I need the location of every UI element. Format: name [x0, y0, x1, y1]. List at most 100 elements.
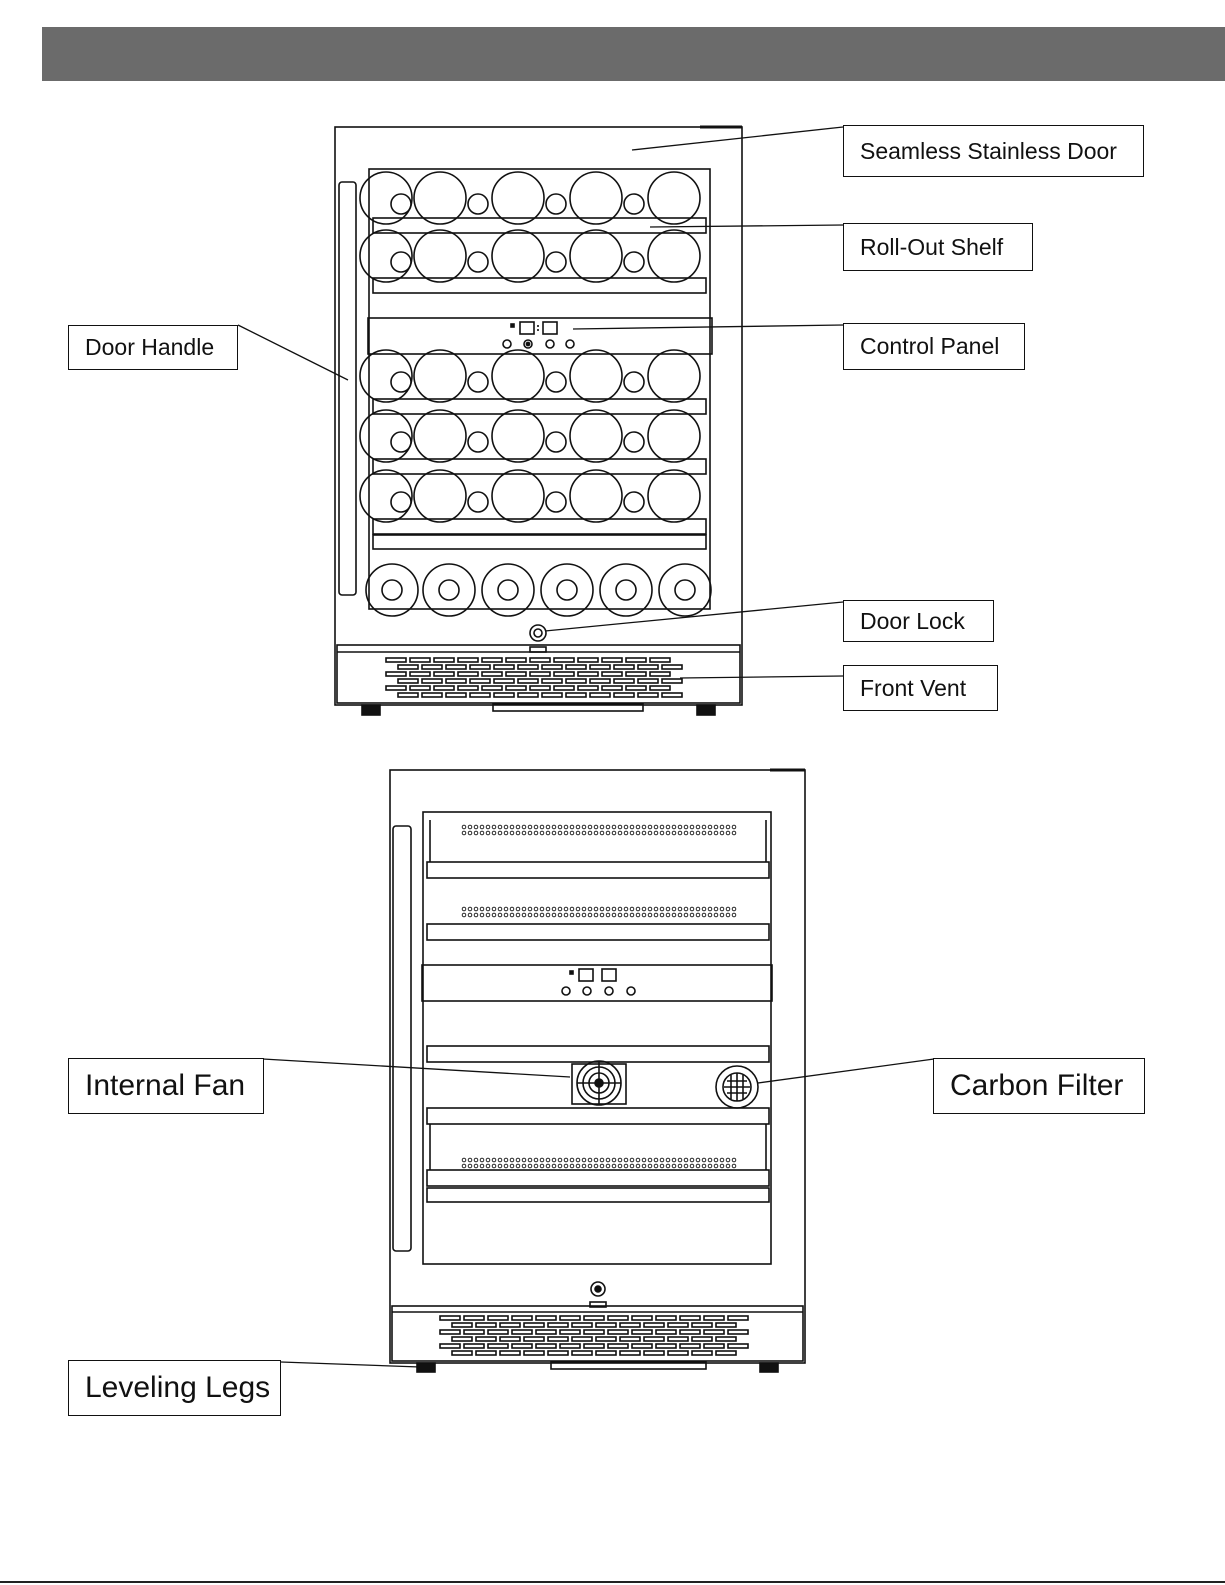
perforation	[510, 913, 514, 917]
vent-slot	[458, 686, 478, 690]
perforation	[642, 1164, 646, 1168]
perforation	[516, 831, 520, 835]
vent-slot	[470, 679, 490, 683]
control-panel-2	[422, 965, 772, 1001]
vent-slot	[650, 672, 670, 676]
perforation	[486, 831, 490, 835]
perforation	[702, 913, 706, 917]
vent-slot	[590, 665, 610, 669]
perforation	[636, 825, 640, 829]
vent-slot	[446, 693, 466, 697]
perforation	[606, 907, 610, 911]
perforation	[564, 913, 568, 917]
perforation	[588, 913, 592, 917]
vent-slot	[410, 672, 430, 676]
perforation	[714, 1158, 718, 1162]
perforation	[540, 825, 544, 829]
vent-slot	[458, 672, 478, 676]
perforation	[678, 1164, 682, 1168]
perforation	[462, 907, 466, 911]
perforation	[558, 1158, 562, 1162]
vent-slot	[704, 1316, 724, 1320]
perforation	[654, 907, 658, 911]
perforation	[576, 825, 580, 829]
bottle-neck	[675, 580, 695, 600]
vent-slot	[572, 1323, 592, 1327]
bottle-neck	[624, 372, 644, 392]
perforation	[474, 1158, 478, 1162]
vent-slot	[716, 1323, 736, 1327]
perforation	[708, 913, 712, 917]
perforation	[672, 825, 676, 829]
vent-slot	[614, 679, 634, 683]
vent-slot	[590, 693, 610, 697]
vent-slot	[464, 1316, 484, 1320]
perforation	[678, 825, 682, 829]
perforation	[462, 913, 466, 917]
vent-slot	[536, 1316, 556, 1320]
perforation	[612, 907, 616, 911]
perforation	[564, 907, 568, 911]
perforation	[696, 1158, 700, 1162]
perforation	[558, 1164, 562, 1168]
perforation	[498, 825, 502, 829]
perforation	[702, 831, 706, 835]
footer-rule	[0, 1581, 1225, 1583]
vent-slot	[488, 1316, 508, 1320]
perforation	[534, 1164, 538, 1168]
perforation	[510, 1164, 514, 1168]
vent-slot	[440, 1330, 460, 1334]
perforation	[690, 1158, 694, 1162]
door-lock	[530, 625, 546, 652]
vent-slot	[602, 672, 622, 676]
perforation	[660, 1164, 664, 1168]
perforation	[576, 913, 580, 917]
perforation	[732, 1158, 736, 1162]
bottle-end	[414, 230, 466, 282]
perforation	[606, 1158, 610, 1162]
vent-slot	[680, 1330, 700, 1334]
perforation	[618, 1158, 622, 1162]
vent-slot	[464, 1344, 484, 1348]
perforation	[732, 825, 736, 829]
vent-slot	[422, 679, 442, 683]
perforation	[720, 831, 724, 835]
vent-slot	[668, 1323, 688, 1327]
perforation	[648, 913, 652, 917]
vent-slot	[608, 1330, 628, 1334]
bottle-end	[570, 172, 622, 224]
perforation	[636, 831, 640, 835]
perforation	[522, 1164, 526, 1168]
perforation	[606, 831, 610, 835]
bottle-neck	[546, 372, 566, 392]
bottle-end	[648, 350, 700, 402]
perforation	[642, 913, 646, 917]
perforation	[498, 913, 502, 917]
perforation	[702, 825, 706, 829]
vent-slot	[650, 658, 670, 662]
perforation	[654, 913, 658, 917]
perforation	[684, 907, 688, 911]
vent-slot	[596, 1323, 616, 1327]
perforation	[714, 825, 718, 829]
perforation	[726, 907, 730, 911]
vent-slot	[638, 693, 658, 697]
vent-slot	[482, 672, 502, 676]
vent-slot	[494, 679, 514, 683]
perforation	[618, 913, 622, 917]
vent-slot	[578, 686, 598, 690]
perforation	[672, 1164, 676, 1168]
perforation	[558, 907, 562, 911]
bottle-end	[414, 470, 466, 522]
vent-slot	[716, 1337, 736, 1341]
perforation	[636, 913, 640, 917]
perforation	[696, 831, 700, 835]
vent-slot	[386, 686, 406, 690]
bottle-neck	[391, 252, 411, 272]
perforation	[564, 831, 568, 835]
perforation	[486, 907, 490, 911]
perforation	[654, 825, 658, 829]
perforation	[558, 825, 562, 829]
control-panel	[368, 318, 712, 354]
